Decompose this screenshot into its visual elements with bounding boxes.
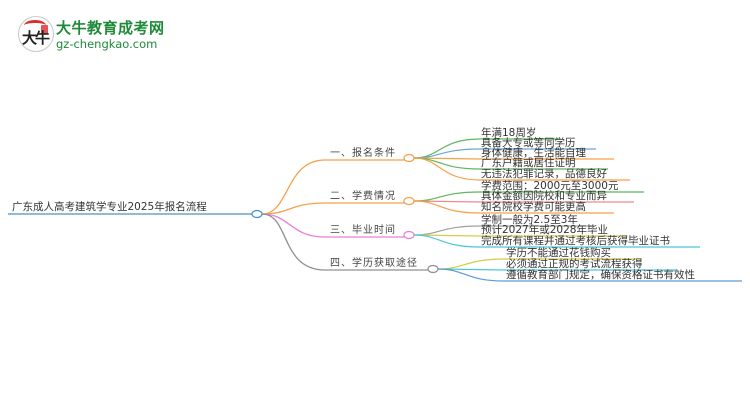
leaf-node[interactable]: 必须通过正规的考试流程获得 [506, 258, 643, 270]
leaf-node[interactable]: 具体金额因院校和专业而异 [481, 190, 607, 202]
leaf-node[interactable]: 具备大专或等同学历 [481, 137, 576, 149]
logo-title: 大牛教育成考网 [56, 19, 165, 37]
leaf-node[interactable]: 遵循教育部门规定，确保资格证书有效性 [506, 269, 695, 281]
leaf-node[interactable]: 完成所有课程并通过考核后获得毕业证书 [481, 235, 670, 247]
branch-node-1[interactable]: 一、报名条件 [330, 148, 396, 159]
leaf-node[interactable]: 广东户籍或居住证明 [481, 157, 576, 169]
root-node[interactable]: 广东成人高考建筑学专业2025年报名流程 [12, 201, 207, 213]
branch-node-3[interactable]: 三、毕业时间 [330, 225, 396, 236]
site-logo[interactable]: 大牛 大牛教育成考网 gz-chengkao.com [18, 14, 178, 54]
leaf-node[interactable]: 年满18周岁 [481, 127, 537, 139]
leaf-node[interactable]: 身体健康，生活能自理 [481, 147, 586, 159]
logo-badge-icon: 大牛 [18, 16, 54, 52]
logo-url: gz-chengkao.com [56, 37, 158, 51]
leaf-node[interactable]: 无违法犯罪记录，品德良好 [481, 168, 607, 180]
leaf-node[interactable]: 学制一般为2.5至3年 [481, 214, 578, 226]
leaf-node[interactable]: 学费范围：2000元至3000元 [481, 180, 619, 192]
branch-node-4[interactable]: 四、学历获取途径 [330, 258, 418, 269]
leaf-node[interactable]: 知名院校学费可能更高 [481, 201, 586, 213]
leaf-node[interactable]: 预计2027年或2028年毕业 [481, 224, 608, 236]
branch-node-2[interactable]: 二、学费情况 [330, 191, 396, 202]
leaf-node[interactable]: 学历不能通过花钱购买 [506, 247, 611, 259]
